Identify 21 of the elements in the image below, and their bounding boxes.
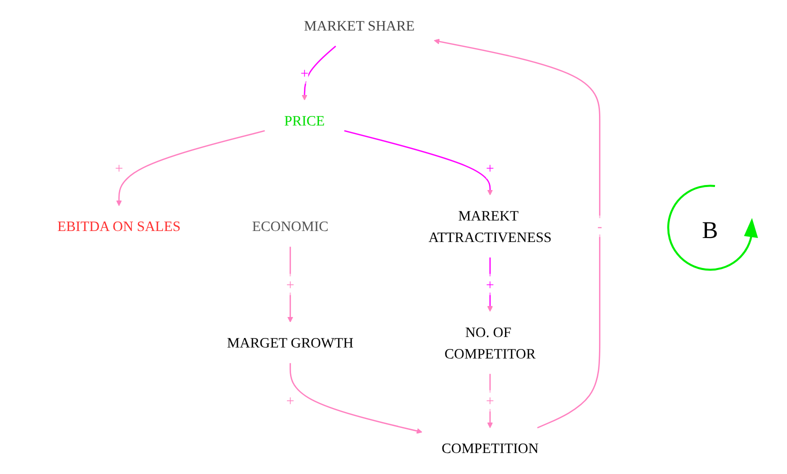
node-text: COMPETITION	[442, 440, 539, 456]
node-text: MARGET GROWTH	[227, 334, 354, 351]
node-text: PRICE	[284, 112, 325, 129]
loop-label: B	[702, 218, 718, 245]
edge-label: +	[300, 65, 309, 82]
node-text: EBITDA ON SALES	[57, 218, 181, 234]
edge-label: +	[114, 160, 124, 176]
arrow	[290, 363, 422, 434]
edge-label: +	[486, 276, 494, 293]
edge-label: +	[286, 392, 294, 409]
arrow	[116, 130, 265, 206]
edge-label: -	[597, 218, 602, 234]
node-text: ECONOMIC	[252, 218, 328, 234]
edge-label: +	[486, 392, 494, 409]
node-text: MARKET SHARE	[304, 18, 415, 34]
edge-label: +	[486, 160, 494, 176]
node-text: NO. OF COMPETITOR	[444, 324, 536, 362]
arrow	[302, 46, 336, 100]
node-text: MAREKT ATTRACTIVENESS	[428, 207, 552, 246]
arrow	[344, 130, 493, 196]
edge-label: +	[286, 276, 294, 293]
